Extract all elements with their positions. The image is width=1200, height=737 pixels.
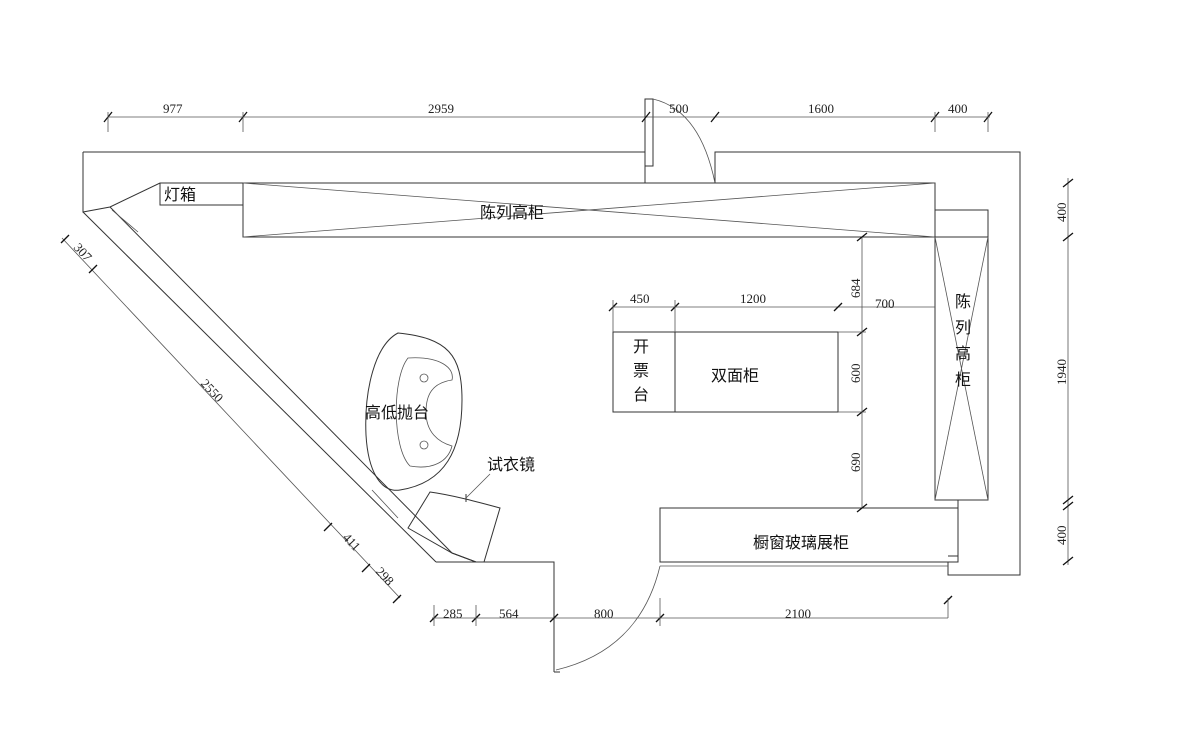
dim-right-400-bottom: 400 [1054,526,1069,546]
high-low-display-table: 高低抛台 [365,332,463,491]
top-door [644,98,716,184]
outer-walls [82,151,1021,672]
light-box: 灯箱 [159,183,243,206]
fitting-mirror-label: 试衣镜 [487,455,535,474]
double-sided-cabinet: 双面柜 [674,331,839,413]
dim-diag-307: 307 [71,240,96,265]
window-glass-display-cabinet: 橱窗玻璃展柜 [659,507,959,563]
cabinet-top-dimension-chain: 450 1200 700 [608,291,935,332]
top-dimension-chain: 977 2959 500 1600 400 [103,101,993,132]
dim-top-977: 977 [163,101,183,116]
fitting-mirror: 试衣镜 [407,455,535,563]
window-cabinet-label: 橱窗玻璃展柜 [753,533,849,552]
ticket-counter-label-1: 开 [633,337,649,356]
tall-display-right-label-3: 高 [955,344,971,363]
tall-display-right-label-1: 陈 [955,292,971,311]
tall-display-right-label-4: 柜 [955,370,971,389]
dim-diag-298: 298 [373,564,397,588]
dim-bottom-564: 564 [499,606,519,621]
tall-display-cabinet-top: 陈列高柜 [242,182,988,238]
dim-right-400-top: 400 [1054,203,1069,223]
cabinet-vertical-dimension-chain: 684 600 690 [838,232,868,513]
dim-cab-684: 684 [848,278,863,298]
dim-diag-2550: 2550 [198,376,227,405]
tall-display-right-label-2: 列 [955,318,971,337]
ticket-counter: 开 票 台 [612,331,676,413]
tall-display-cabinet-right: 陈 列 高 柜 [934,236,989,501]
dim-bottom-285: 285 [443,606,463,621]
dim-top-500: 500 [669,101,689,116]
bottom-door [554,565,661,673]
dim-top-1600: 1600 [808,101,834,116]
ticket-counter-label-2: 票 [633,361,649,380]
dim-cab-700: 700 [875,296,895,311]
dim-bottom-2100: 2100 [785,606,811,621]
ticket-counter-label-3: 台 [633,385,649,404]
tall-display-top-label: 陈列高柜 [480,203,544,222]
bottom-dimension-chain: 285 564 800 2100 [429,595,953,626]
dim-right-1940: 1940 [1054,359,1069,385]
display-table-label: 高低抛台 [365,403,429,422]
diagonal-dimension-chain: 307 2550 411 298 [60,234,402,604]
dim-top-400: 400 [948,101,968,116]
dim-diag-411: 411 [340,530,364,554]
dim-top-2959: 2959 [428,101,454,116]
double-cabinet-label: 双面柜 [711,366,759,385]
right-dimension-chain: 400 1940 400 [1054,178,1074,566]
dim-cab-600: 600 [848,364,863,384]
dim-cab-450: 450 [630,291,650,306]
dim-cab-690: 690 [848,453,863,473]
dim-cab-1200: 1200 [740,291,766,306]
light-box-label: 灯箱 [164,185,196,204]
dim-bottom-800: 800 [594,606,614,621]
